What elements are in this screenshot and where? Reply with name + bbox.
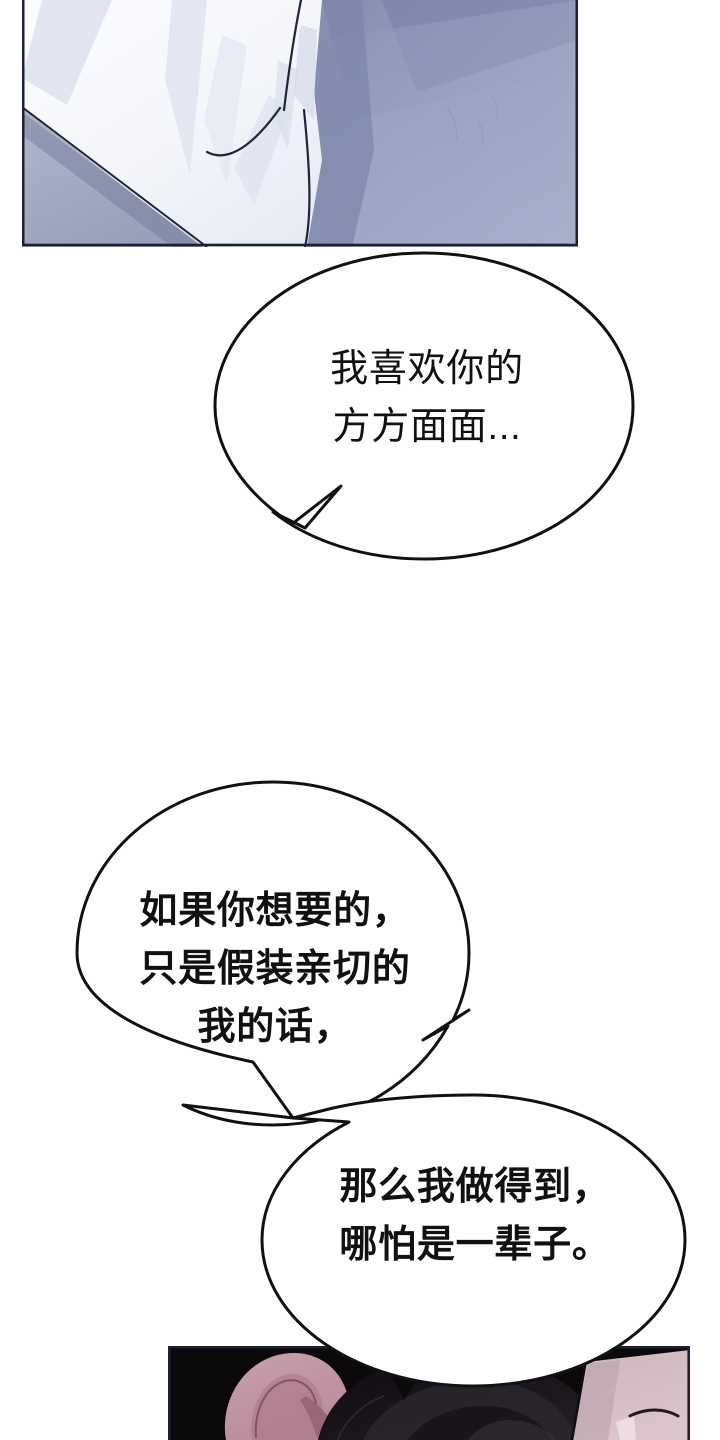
wall-texture-3 — [491, 94, 498, 119]
shirt-fold-seam — [294, 25, 317, 120]
bubble-2-text: 如果你想要的， 只是假装亲切的 我的话， — [139, 890, 411, 1048]
shirt-fold-left — [22, 0, 112, 105]
shirt-fold-right — [234, 95, 290, 205]
wall-texture-2 — [476, 117, 484, 147]
panel-character-face — [168, 1346, 690, 1440]
panel-top-border — [22, 0, 578, 247]
floor-edge-line — [22, 106, 208, 247]
bubble-1-text: 我喜欢你的 方方面面... — [330, 348, 524, 448]
floor-wedge — [22, 108, 202, 247]
eye-line — [628, 1408, 680, 1418]
panel-clothing-closeup — [22, 0, 578, 247]
face-highlight — [616, 1416, 636, 1440]
floor-wedge-shadow — [22, 112, 204, 247]
sleeve-curve-line — [205, 106, 282, 157]
panel-top-artwork — [22, 0, 578, 247]
shirt-edge-line — [282, 0, 303, 112]
wall-texture-1 — [446, 104, 458, 141]
shirt-fold-center2 — [204, 35, 247, 185]
shirt-fold-center — [165, 0, 207, 175]
shirt-edge-line-lower — [302, 108, 311, 247]
panel-bottom-artwork — [168, 1346, 690, 1440]
hair-strand-highlight — [468, 1420, 556, 1440]
right-wall-tint — [322, 0, 578, 247]
bubble-3-text: 那么我做得到， 哪怕是一辈子。 — [339, 1166, 611, 1266]
shirt-edge-shadow — [300, 0, 374, 247]
shirt-fold-right2 — [274, 60, 298, 150]
hair-line-1 — [337, 1395, 385, 1440]
